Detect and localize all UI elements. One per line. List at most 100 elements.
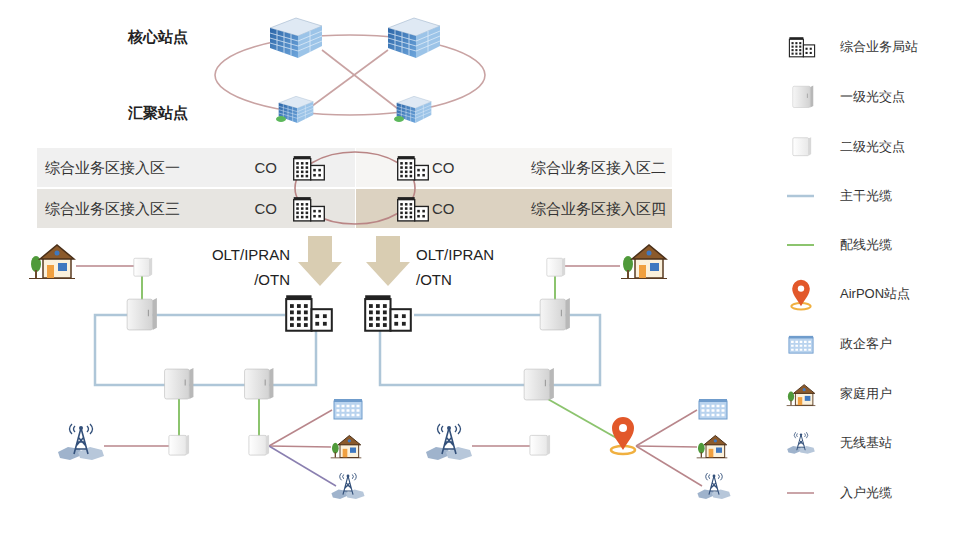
legend-text: 入户光缆 [840, 484, 892, 502]
core-building [270, 18, 322, 58]
label-box: OLT/IPRAN /OTN [190, 242, 290, 292]
level1-cabinet [127, 298, 157, 330]
legend-row: AirPON站点 [840, 285, 910, 303]
equipment-label: OLT/IPRAN /OTN [416, 242, 516, 292]
legend-row: 配线光缆 [840, 236, 892, 254]
office-code: CO [255, 159, 278, 177]
site-marker [394, 116, 404, 122]
enterprise [699, 399, 727, 419]
drop-cable [104, 445, 169, 447]
office-building [365, 295, 411, 330]
legend-text: 一级光交点 [840, 88, 905, 106]
zone-name: 综合业务区接入区四 [531, 200, 666, 218]
access-ring [295, 152, 415, 224]
office-code: CO [432, 159, 455, 177]
drop-cable [636, 446, 702, 486]
level1-cabinet [165, 368, 194, 399]
cross-link [304, 50, 388, 112]
base-station [697, 473, 730, 499]
level1-cabinet [540, 298, 570, 330]
legend-row: 综合业务局站 [840, 38, 918, 56]
legend-row: 家庭用户 [840, 385, 892, 403]
equipment-label: OLT/IPRAN /OTN [190, 242, 290, 292]
distribution-cable [546, 398, 620, 440]
office-building [286, 295, 332, 330]
drop-cable [269, 410, 332, 446]
legend-distribution-line [787, 244, 814, 246]
legend-drop-line [787, 492, 814, 494]
legend-row: 无线基站 [840, 434, 892, 452]
drop-cable [636, 410, 697, 446]
office-code: CO [432, 200, 455, 218]
zone-cell: CO 综合业务区接入区四 [356, 189, 672, 228]
legend-station-icon [787, 432, 815, 454]
zone-name: 综合业务区接入区三 [45, 200, 180, 218]
site-marker [276, 116, 286, 122]
office-icon [398, 156, 429, 180]
core-ring [215, 35, 485, 115]
down-arrow [366, 236, 410, 286]
legend-text: 无线基站 [840, 434, 892, 452]
legend-cabinet-icon [793, 86, 814, 108]
legend-office-icon [789, 37, 814, 57]
legend-airpon-icon [791, 280, 810, 310]
legend-home-icon [787, 385, 816, 406]
drop-cable [269, 446, 331, 447]
office-icon [294, 156, 325, 180]
level1-cabinet [245, 368, 274, 399]
level1-cabinet [524, 368, 554, 400]
legend-small-cabinet-icon [793, 137, 811, 155]
level2-cabinet [249, 435, 269, 455]
drop-cable [269, 446, 336, 486]
home [29, 245, 75, 279]
zone-cell: 综合业务区接入区一 CO [37, 148, 355, 187]
distribution-cable [258, 398, 260, 436]
legend-text: 配线光缆 [840, 236, 892, 254]
legend-text: AirPON站点 [840, 285, 910, 303]
drop-cable [565, 265, 620, 267]
label-box: 汇聚站点 [128, 100, 228, 125]
zone-name: 综合业务区接入区二 [531, 159, 666, 177]
distribution-cable [141, 275, 143, 300]
home [697, 436, 728, 458]
home [331, 436, 362, 458]
label-box: 核心站点 [128, 24, 228, 49]
legend-enterprise-icon [789, 336, 813, 353]
site-tier-label: 汇聚站点 [128, 100, 228, 125]
base-station [331, 473, 364, 499]
cross-link [322, 50, 402, 112]
home [621, 245, 667, 279]
legend-row: 二级光交点 [840, 138, 905, 156]
level2-cabinet [169, 435, 189, 455]
legend-row: 入户光缆 [840, 484, 892, 502]
level2-cabinet [134, 258, 152, 276]
drop-cable [472, 445, 530, 447]
zone-cell: CO 综合业务区接入区二 [356, 148, 672, 187]
distribution-cable [178, 398, 180, 436]
legend-row: 一级光交点 [840, 88, 905, 106]
zone-cell: 综合业务区接入区三CO [37, 189, 355, 228]
airpon-site [611, 417, 635, 454]
drop-cable [636, 446, 697, 447]
legend-text: 二级光交点 [840, 138, 905, 156]
enterprise [334, 399, 362, 419]
down-arrow [298, 236, 342, 286]
office-icon [294, 197, 325, 221]
legend-text: 综合业务局站 [840, 38, 918, 56]
drop-cable [76, 265, 134, 267]
legend-row: 政企客户 [840, 335, 892, 353]
legend-text: 政企客户 [840, 335, 892, 353]
legend-trunk-line [787, 195, 814, 198]
base-station [58, 424, 104, 460]
base-station [426, 424, 472, 460]
office-icon [398, 197, 429, 221]
level2-cabinet [547, 258, 565, 276]
label-box: OLT/IPRAN /OTN [416, 242, 516, 292]
zone-name: 综合业务区接入区一 [45, 159, 180, 177]
